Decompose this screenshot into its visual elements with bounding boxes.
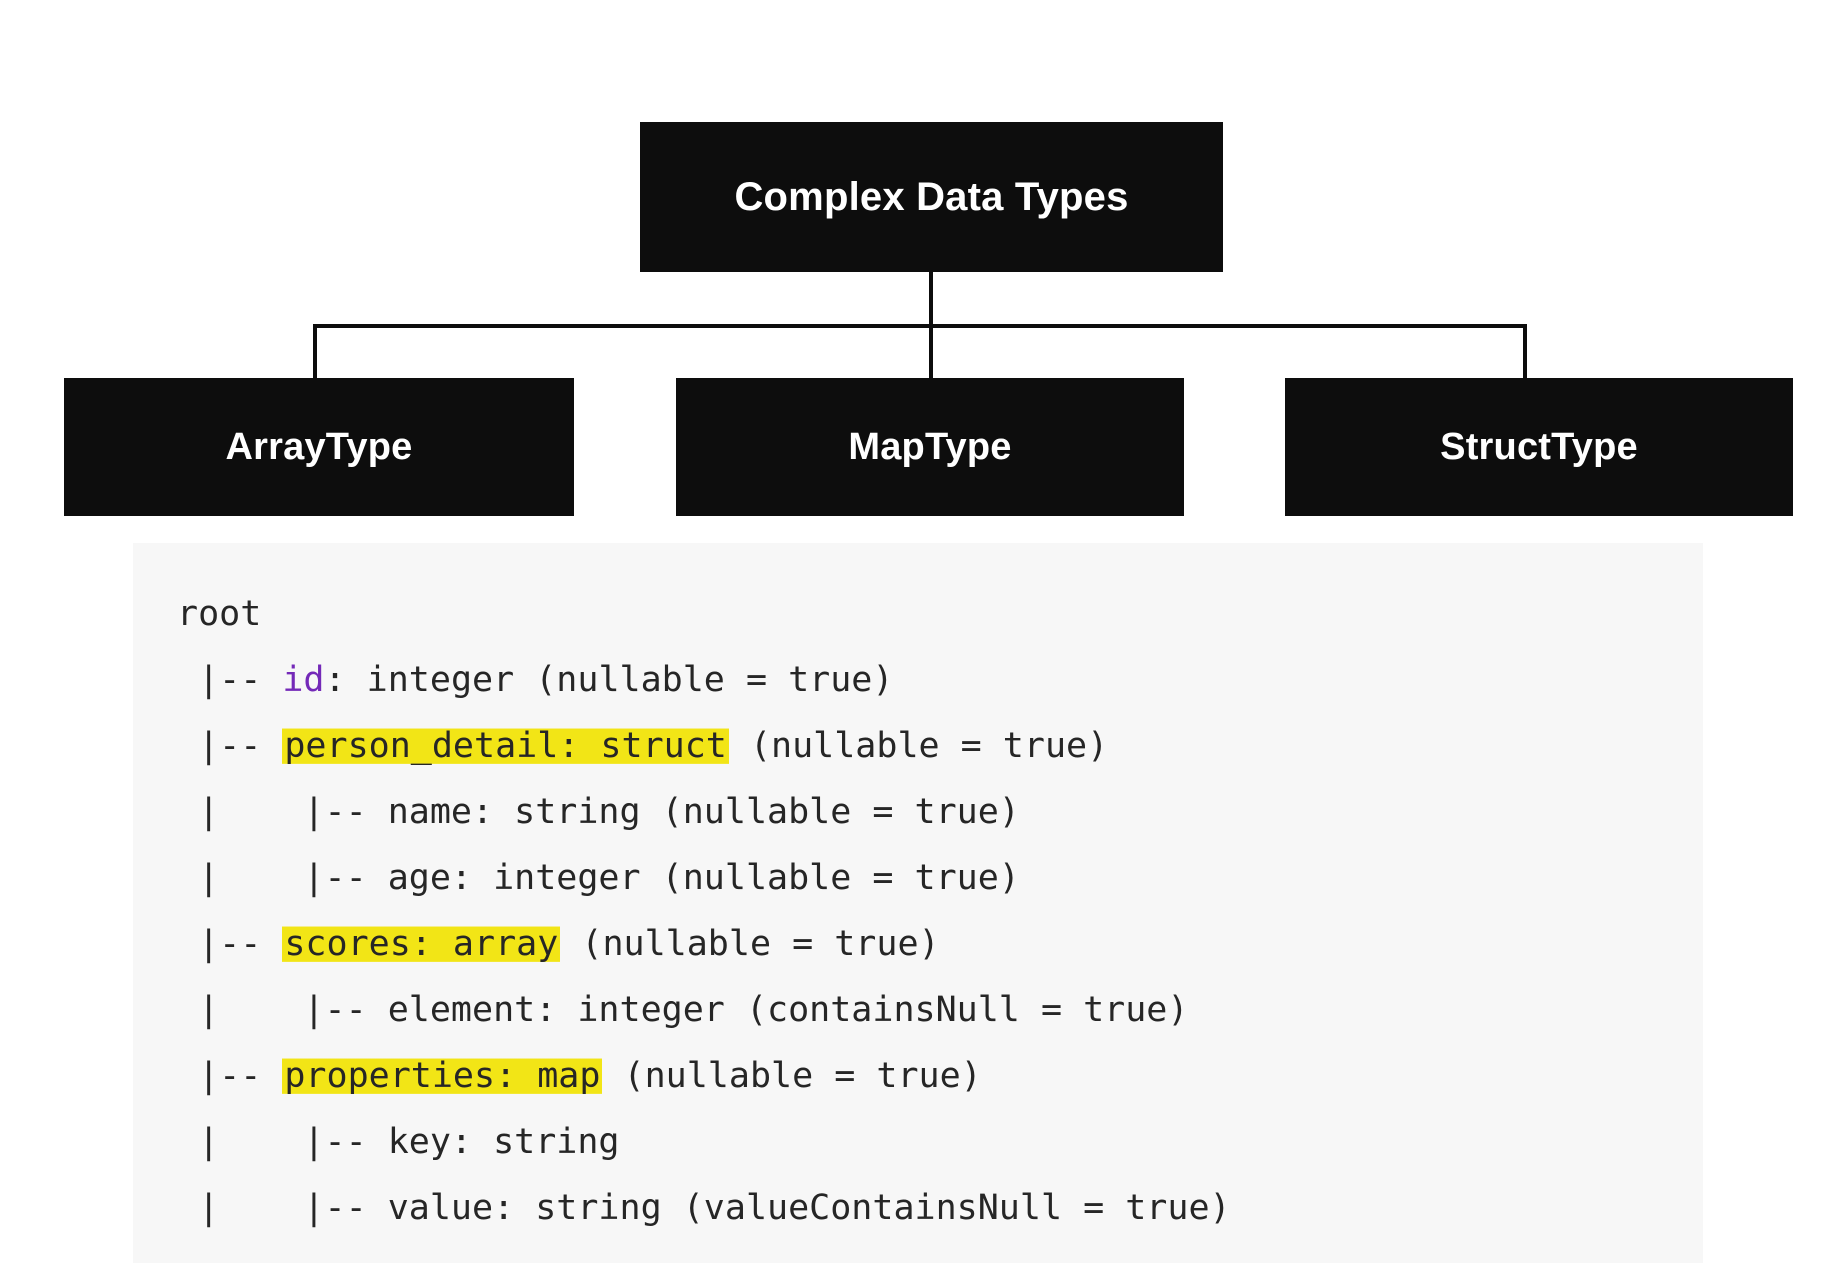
line-properties-suffix: (nullable = true) [602, 1056, 982, 1096]
node-structtype-label: StructType [1440, 425, 1638, 468]
line-id: |-- id: integer (nullable = true) [177, 647, 1703, 713]
line-scores-highlight: scores: array [282, 923, 561, 965]
node-arraytype-label: ArrayType [225, 425, 413, 468]
edge-drop-maptype [929, 324, 933, 380]
line-age-prefix: | |-- age: integer (nullable = true) [177, 858, 1020, 898]
node-structtype: StructType [1285, 378, 1793, 516]
line-element: | |-- element: integer (containsNull = t… [177, 977, 1703, 1043]
line-id-prefix: |-- [177, 660, 283, 700]
node-maptype: MapType [676, 378, 1184, 516]
line-id-suffix: : integer (nullable = true) [324, 660, 894, 700]
node-complex-data-types: Complex Data Types [640, 122, 1223, 272]
line-age: | |-- age: integer (nullable = true) [177, 845, 1703, 911]
line-scores-prefix: |-- [177, 924, 283, 964]
line-scores: |-- scores: array (nullable = true) [177, 911, 1703, 977]
node-arraytype: ArrayType [64, 378, 574, 516]
edge-horizontal-bus [313, 324, 1527, 328]
line-person-detail-prefix: |-- [177, 726, 283, 766]
line-value: | |-- value: string (valueContainsNull =… [177, 1175, 1703, 1241]
line-name-prefix: | |-- name: string (nullable = true) [177, 792, 1020, 832]
edge-drop-structtype [1523, 324, 1527, 380]
line-scores-highlight-text: scores: array [284, 924, 559, 964]
schema-output-panel: root |-- id: integer (nullable = true) |… [133, 543, 1703, 1263]
line-id-field-token: id [282, 660, 325, 700]
edge-root-stem [929, 272, 933, 327]
line-name: | |-- name: string (nullable = true) [177, 779, 1703, 845]
line-key: | |-- key: string [177, 1109, 1703, 1175]
line-root-prefix: root [177, 594, 262, 634]
line-value-prefix: | |-- value: string (valueContainsNull =… [177, 1188, 1231, 1228]
schema-printschema-code: root |-- id: integer (nullable = true) |… [133, 581, 1703, 1241]
node-maptype-label: MapType [848, 425, 1012, 468]
line-properties: |-- properties: map (nullable = true) [177, 1043, 1703, 1109]
line-properties-prefix: |-- [177, 1056, 283, 1096]
line-root: root [177, 581, 1703, 647]
line-key-prefix: | |-- key: string [177, 1122, 620, 1162]
line-person-detail-highlight: person_detail: struct [282, 725, 729, 767]
line-properties-highlight: properties: map [282, 1055, 603, 1097]
edge-drop-arraytype [313, 324, 317, 380]
line-element-prefix: | |-- element: integer (containsNull = t… [177, 990, 1189, 1030]
line-properties-highlight-text: properties: map [284, 1056, 601, 1096]
line-person-detail-highlight-text: person_detail: struct [284, 726, 727, 766]
line-person-detail-suffix: (nullable = true) [728, 726, 1109, 766]
node-complex-data-types-label: Complex Data Types [734, 174, 1129, 219]
line-scores-suffix: (nullable = true) [560, 924, 940, 964]
line-person-detail: |-- person_detail: struct (nullable = tr… [177, 713, 1703, 779]
